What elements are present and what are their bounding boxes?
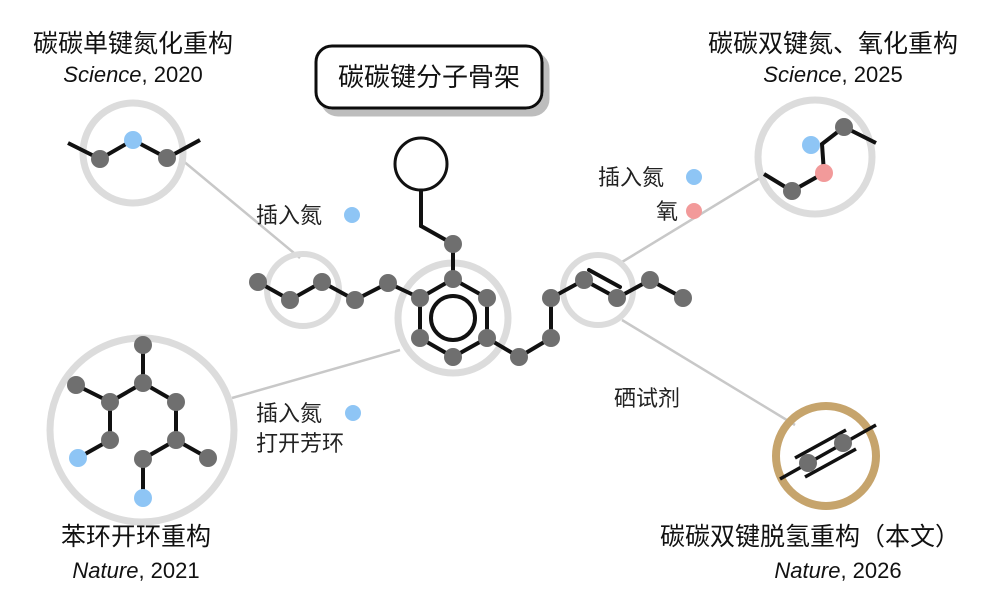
carbon-atom <box>101 393 119 411</box>
bottom-left-title: 苯环开环重构 <box>61 522 211 551</box>
connector-top-right <box>621 176 761 264</box>
top-left-citation: Science, 2020 <box>63 62 202 87</box>
carbon-atom <box>444 235 462 253</box>
carbon-atom <box>799 454 817 472</box>
carbon-atom <box>834 434 852 452</box>
label-open-aromatic-ring: 打开芳环 <box>256 432 344 457</box>
carbon-atom <box>379 274 397 292</box>
carbon-atom <box>542 329 560 347</box>
carbon-atom <box>674 289 692 307</box>
carbon-atom <box>134 336 152 354</box>
carbon-atom <box>346 291 364 309</box>
bottom-right-title: 碳碳双键脱氢重构（本文） <box>660 522 960 551</box>
carbon-atom <box>783 182 801 200</box>
carbon-atom <box>478 289 496 307</box>
oxygen-legend-dot <box>686 203 702 219</box>
main-molecule-atoms <box>249 235 692 366</box>
carbon-atom <box>641 271 659 289</box>
highlight-ring-single-bond <box>264 251 342 329</box>
zoom-ring-top-left <box>79 99 187 207</box>
carbon-atom <box>313 273 331 291</box>
carbon-atom <box>158 149 176 167</box>
zoom-bottom-right-molecule <box>779 423 877 481</box>
carbon-atom <box>134 374 152 392</box>
central-label: 碳碳键分子骨架 <box>338 63 520 93</box>
carbon-atom <box>199 449 217 467</box>
zoom-top-right-molecule <box>762 118 877 200</box>
label-oxygen: 氧 <box>656 200 678 225</box>
nitrogen-atom <box>802 136 820 154</box>
connector-bottom-left <box>231 348 401 400</box>
connector-lines <box>181 159 796 427</box>
carbon-atom <box>281 291 299 309</box>
highlight-ring-double-bond <box>560 252 636 328</box>
carbon-atom <box>411 289 429 307</box>
label-insert-nitrogen-left: 插入氮 <box>256 204 322 229</box>
carbon-atom <box>444 348 462 366</box>
carbon-atom <box>510 348 528 366</box>
nitrogen-atom <box>124 131 142 149</box>
carbon-atom <box>134 450 152 468</box>
top-right-citation: Science, 2025 <box>763 62 902 87</box>
label-insert-nitrogen-bottom: 插入氮 <box>256 402 322 427</box>
zoom-bottom-left-molecule <box>67 336 217 507</box>
carbon-atom <box>444 270 462 288</box>
substituent-r-group <box>393 136 449 192</box>
nitrogen-legend-dot <box>686 169 702 185</box>
carbon-atom <box>411 329 429 347</box>
carbon-atom <box>542 289 560 307</box>
top-left-title: 碳碳单键氮化重构 <box>33 29 233 58</box>
bottom-right-citation: Nature, 2026 <box>774 558 901 583</box>
nitrogen-atom <box>134 489 152 507</box>
carbon-atom <box>835 118 853 136</box>
label-insert-nitrogen-right: 插入氮 <box>598 166 664 191</box>
oxygen-atom <box>815 164 833 182</box>
benzene-aromatic-circle <box>429 294 477 342</box>
zoom-ring-top-right <box>754 96 876 218</box>
nitrogen-atom <box>69 449 87 467</box>
zoom-top-left-molecule <box>67 131 201 168</box>
carbon-atom <box>478 329 496 347</box>
connector-bottom-right <box>621 318 796 427</box>
central-label-box: 碳碳键分子骨架 <box>314 44 544 110</box>
nitrogen-legend-dot <box>344 207 360 223</box>
top-right-title: 碳碳双键氮、氧化重构 <box>708 29 958 58</box>
carbon-atom <box>249 273 267 291</box>
nitrogen-legend-dot <box>345 405 361 421</box>
carbon-atom <box>91 150 109 168</box>
bottom-left-citation: Nature, 2021 <box>72 558 199 583</box>
label-selenium-reagent: 硒试剂 <box>614 387 680 412</box>
carbon-atom <box>101 431 119 449</box>
carbon-atom <box>167 431 185 449</box>
carbon-atom <box>608 289 626 307</box>
carbon-atom <box>67 376 85 394</box>
connector-top-left <box>181 159 301 259</box>
zoom-ring-bottom-right <box>772 402 880 510</box>
carbon-atom <box>575 271 593 289</box>
carbon-atom <box>167 393 185 411</box>
